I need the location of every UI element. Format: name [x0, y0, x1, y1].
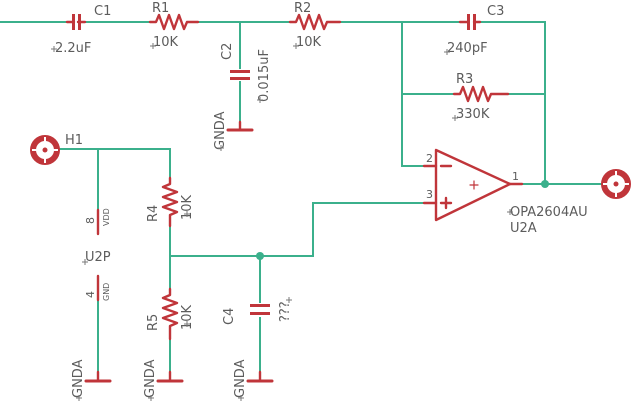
gnd-label-c2: GNDA	[213, 111, 228, 150]
vdd-pin-label: VDD	[102, 208, 111, 226]
resistor-r4[interactable]	[161, 176, 179, 228]
ground-icon	[84, 370, 112, 383]
ground-icon	[156, 370, 184, 383]
pad-icon[interactable]	[30, 135, 60, 165]
r2-value-label: 10K	[296, 35, 322, 50]
resistor-r1[interactable]	[148, 13, 200, 31]
origin-markers	[51, 43, 513, 401]
junction-dot	[541, 180, 549, 188]
capacitor-c2[interactable]	[230, 70, 250, 80]
gnd-label-c4: GNDA	[233, 359, 248, 398]
c1-name-label: C1	[94, 4, 111, 19]
c3-name-label: C3	[487, 4, 504, 19]
r4-value-label: 10K	[180, 194, 195, 220]
r1-value-label: 10K	[153, 35, 179, 50]
opamp-pin-inv-label: 2	[426, 152, 433, 165]
vdd-pin-number: 8	[84, 217, 97, 224]
resistor-r3[interactable]	[452, 85, 510, 103]
capacitor-c1[interactable]	[65, 14, 87, 30]
r5-value-label: 10K	[180, 304, 195, 330]
resistor-r5[interactable]	[161, 287, 179, 341]
ground-icon	[246, 370, 274, 383]
ground-icon	[226, 120, 254, 132]
c2-value-label: 0.015uF	[257, 49, 272, 102]
wire-c3-to-output	[479, 21, 546, 185]
r2-name-label: R2	[294, 1, 311, 16]
capacitor-c3[interactable]	[458, 14, 482, 30]
r1-name-label: R1	[152, 1, 169, 16]
r3-name-label: R3	[456, 72, 473, 87]
gnd-pin-number: 4	[84, 291, 97, 298]
gnd-label-r5: GNDA	[143, 359, 158, 398]
junction-dot	[256, 252, 264, 260]
c3-value-label: 240pF	[447, 41, 488, 56]
c1-value-label: 2.2uF	[55, 41, 91, 56]
opamp-name-label: U2A	[510, 221, 537, 236]
gnd-label-power: GNDA	[71, 359, 86, 398]
opamp-pin-out-label: 1	[512, 170, 519, 183]
pad-icon[interactable]	[601, 169, 631, 199]
wire-h1-to-r4	[57, 148, 171, 179]
wires	[0, 21, 605, 379]
r5-name-label: R5	[146, 314, 161, 331]
gnd-pin-label: GND	[102, 283, 111, 301]
h1-name-label: H1	[65, 133, 83, 148]
c4-value-label: ???	[278, 301, 293, 322]
resistor-r2[interactable]	[288, 13, 342, 31]
opamp-part-label: OPA2604AU	[510, 205, 588, 220]
opamp-u2a[interactable]	[422, 148, 524, 222]
wire-divider-to-noninv	[169, 202, 437, 257]
capacitor-c4[interactable]	[250, 304, 270, 315]
c2-name-label: C2	[220, 43, 235, 60]
u2p-name-label: U2P	[85, 250, 111, 265]
r3-value-label: 330K	[456, 107, 490, 122]
opamp-pin-noninv-label: 3	[426, 188, 433, 201]
c4-name-label: C4	[222, 308, 237, 325]
r4-name-label: R4	[146, 205, 161, 222]
